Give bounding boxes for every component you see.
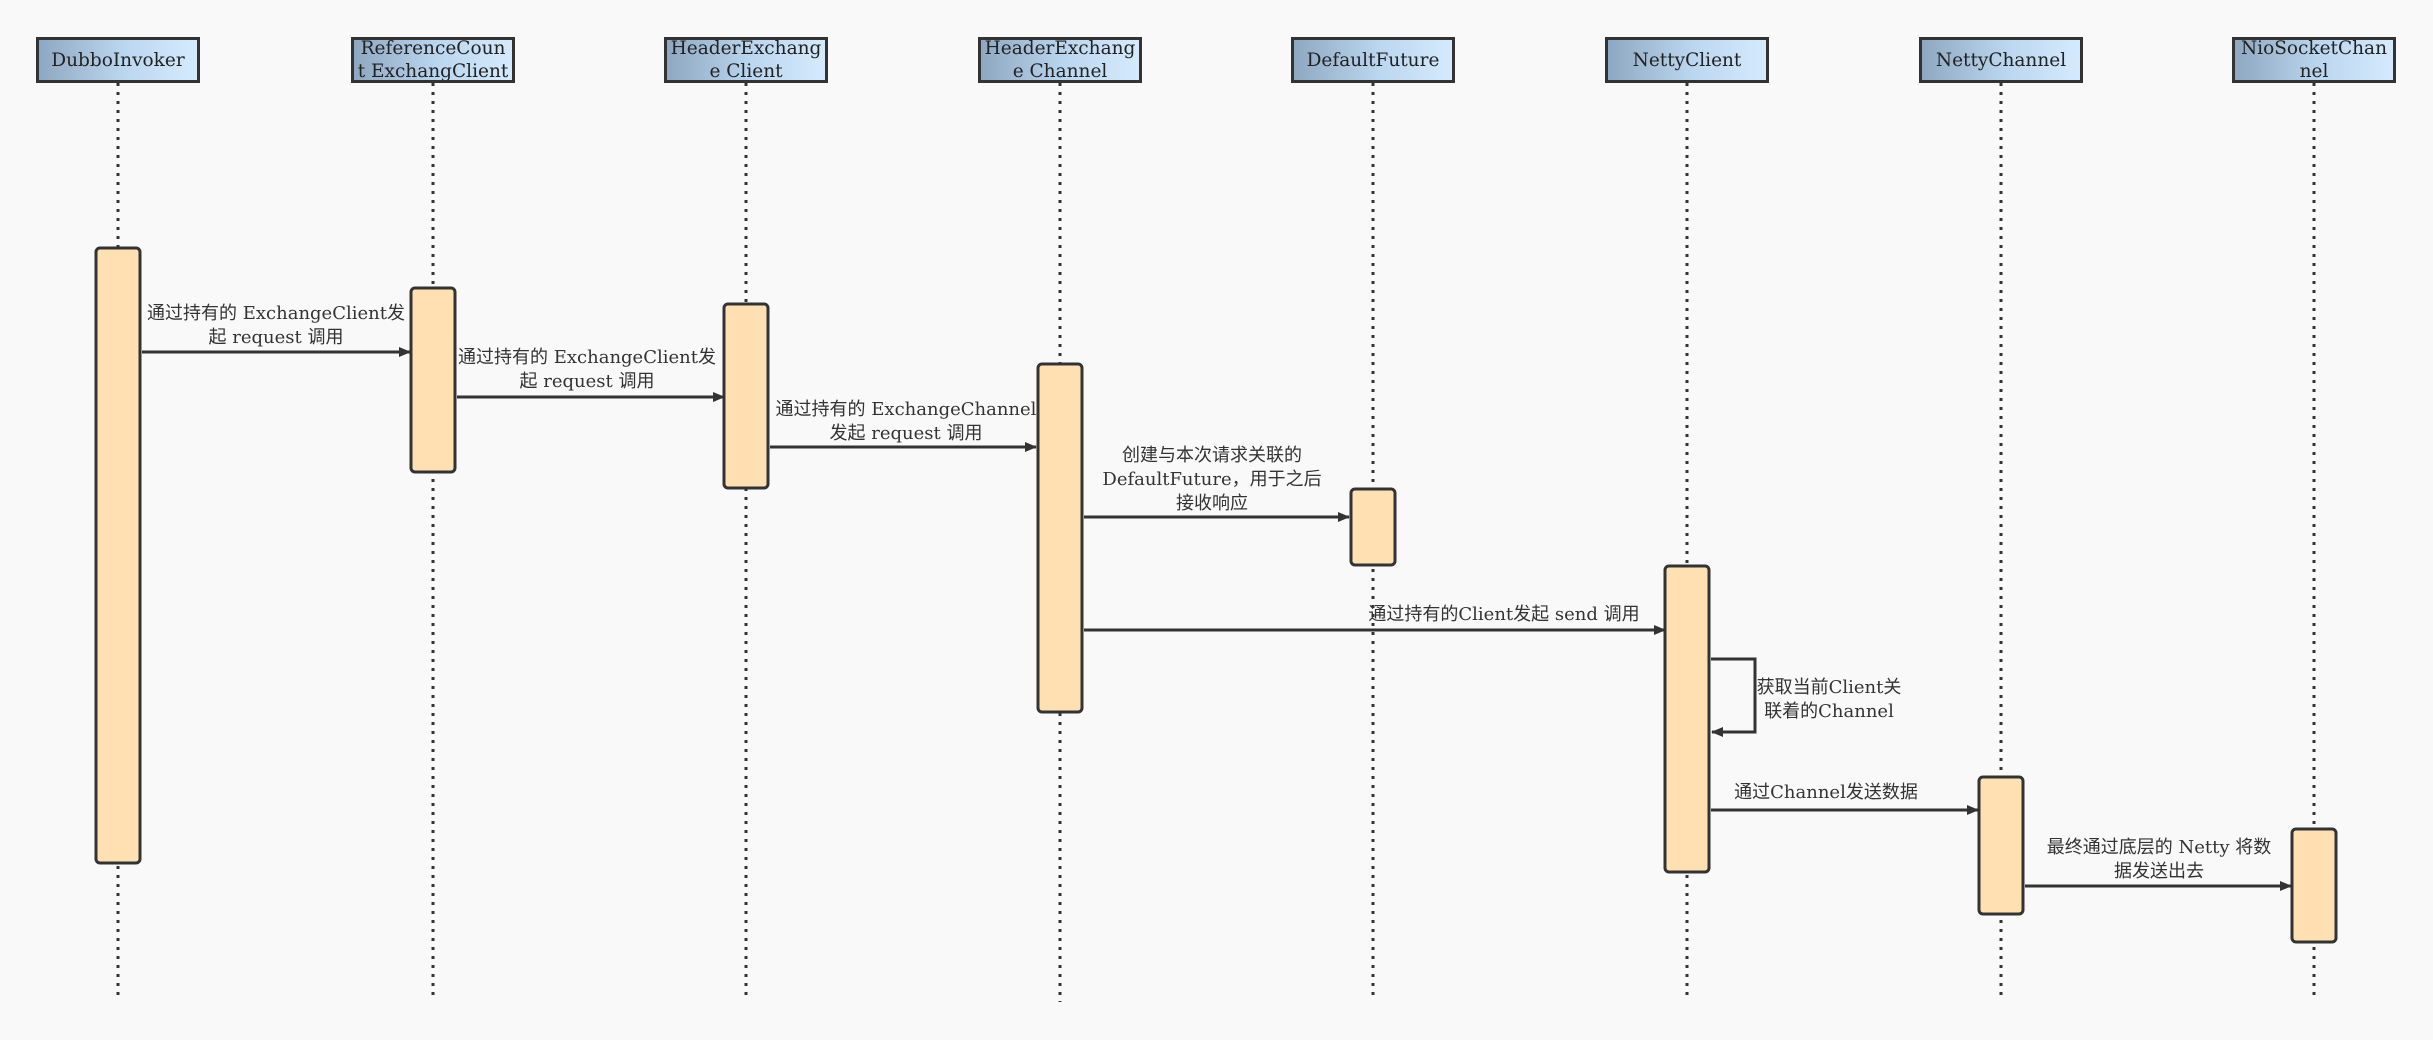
participant-reference-count-exchang-client: ReferenceCount ExchangClient — [351, 37, 515, 83]
message-8-label: 最终通过底层的 Netty 将数据发送出去 — [2047, 836, 2271, 884]
message-label-line: 接收响应 — [1175, 493, 1248, 514]
message-label-line: 通过Channel发送数据 — [1734, 782, 1918, 803]
message-label-line: 联着的Channel — [1764, 701, 1894, 722]
message-label-line: 发起 request 调用 — [829, 423, 983, 444]
message-5-label: 通过持有的Client发起 send 调用 — [1368, 603, 1639, 627]
message-label-line: DefaultFuture，用于之后 — [1102, 469, 1322, 490]
activation-reference-count-exchang-client — [409, 286, 457, 474]
activation-header-exchange-client — [722, 302, 770, 490]
message-label-line: 创建与本次请求关联的 — [1121, 445, 1302, 466]
activation-default-future — [1349, 487, 1397, 567]
message-label-line: 获取当前Client关 — [1756, 677, 1902, 698]
participant-netty-client: NettyClient — [1605, 37, 1769, 83]
message-label-line: 通过持有的 ExchangeChannel — [775, 399, 1037, 420]
message-label-line: 通过持有的Client发起 send 调用 — [1368, 604, 1640, 625]
activation-header-exchange-channel — [1036, 362, 1084, 714]
message-4-label: 创建与本次请求关联的 DefaultFuture，用于之后接收响应 — [1102, 444, 1321, 516]
message-3-label: 通过持有的 ExchangeChannel 发起 request 调用 — [776, 398, 1037, 446]
activation-dubbo-invoker — [94, 246, 142, 865]
message-label-line: 通过持有的 ExchangeClient发 — [147, 303, 405, 324]
message-1-label: 通过持有的 ExchangeClient发起 request 调用 — [147, 302, 405, 350]
message-7-label: 通过Channel发送数据 — [1734, 781, 1918, 805]
message-label-line: 通过持有的 ExchangeClient发 — [458, 347, 716, 368]
message-label-line: 起 request 调用 — [519, 371, 655, 392]
activation-nio-socket-channel — [2290, 827, 2338, 944]
participant-nio-socket-channel: NioSocketChannel — [2232, 37, 2396, 83]
participant-dubbo-invoker: DubboInvoker — [36, 37, 200, 83]
activation-netty-channel — [1977, 775, 2025, 916]
message-label-line: 据发送出去 — [2113, 861, 2204, 882]
message-6-label: 获取当前Client关联着的Channel — [1757, 676, 1902, 724]
participant-default-future: DefaultFuture — [1291, 37, 1455, 83]
message-6-arrow — [1711, 657, 1757, 737]
message-2-label: 通过持有的 ExchangeClient发起 request 调用 — [458, 346, 716, 394]
participant-header-exchange-client: HeaderExchange Client — [664, 37, 828, 83]
participant-netty-channel: NettyChannel — [1919, 37, 2083, 83]
participant-header-exchange-channel: HeaderExchange Channel — [978, 37, 1142, 83]
activation-netty-client — [1663, 564, 1711, 874]
message-label-line: 起 request 调用 — [208, 327, 344, 348]
message-label-line: 最终通过底层的 Netty 将数 — [2046, 837, 2272, 858]
